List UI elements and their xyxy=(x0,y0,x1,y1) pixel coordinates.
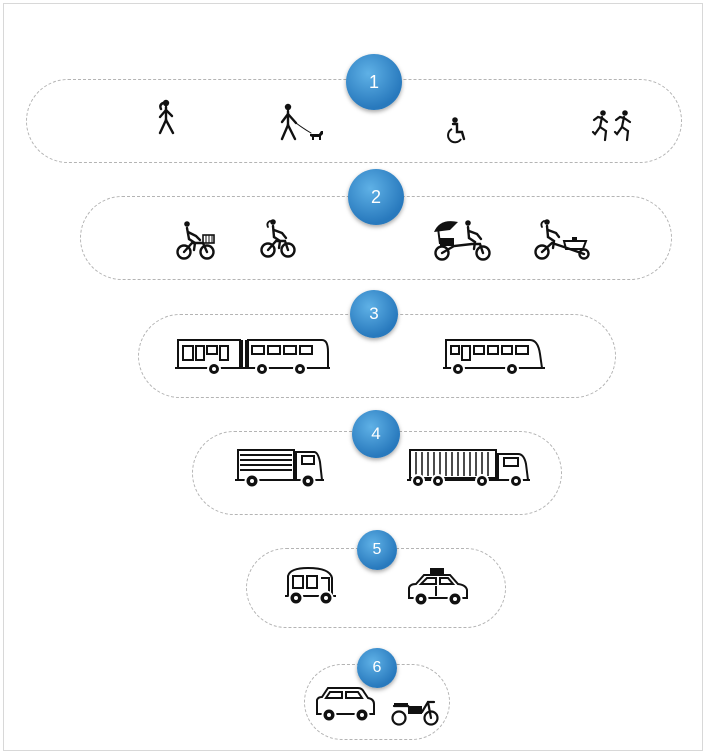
tier-6-number: 6 xyxy=(372,659,382,676)
diagram-frame xyxy=(3,3,703,751)
pedicab-rickshaw-icon xyxy=(434,220,491,261)
tier-2-number: 2 xyxy=(370,186,381,207)
cyclist-icon xyxy=(260,219,296,258)
suv-car-icon xyxy=(316,687,375,723)
person-walking-dog-icon xyxy=(280,103,323,141)
tier-5-badge: 5 xyxy=(357,530,397,570)
tier-3-badge: 3 xyxy=(350,290,398,338)
tier-6-badge: 6 xyxy=(357,648,397,688)
auto-rickshaw-icon xyxy=(285,566,336,606)
city-bus-icon xyxy=(443,339,545,376)
tier-4-number: 4 xyxy=(371,424,381,443)
wheelchair-user-icon xyxy=(447,117,466,144)
tier-2-badge: 2 xyxy=(348,169,404,225)
cargo-bike-icon xyxy=(534,219,590,260)
articulated-bus-icon xyxy=(175,339,330,376)
tier-1-number: 1 xyxy=(368,71,379,92)
tier-4-badge: 4 xyxy=(352,410,400,458)
cargo-basket-bicycle-icon xyxy=(176,221,215,260)
tier-1-badge: 1 xyxy=(346,54,402,110)
delivery-truck-icon xyxy=(235,449,324,489)
tier-3-number: 3 xyxy=(369,304,379,323)
tier-5-number: 5 xyxy=(372,541,382,558)
pedestrian-walking-icon xyxy=(158,99,175,135)
taxi-icon xyxy=(408,568,468,607)
freight-truck-icon xyxy=(407,449,530,488)
runners-icon xyxy=(591,110,632,142)
motorcycle-icon xyxy=(391,700,439,726)
